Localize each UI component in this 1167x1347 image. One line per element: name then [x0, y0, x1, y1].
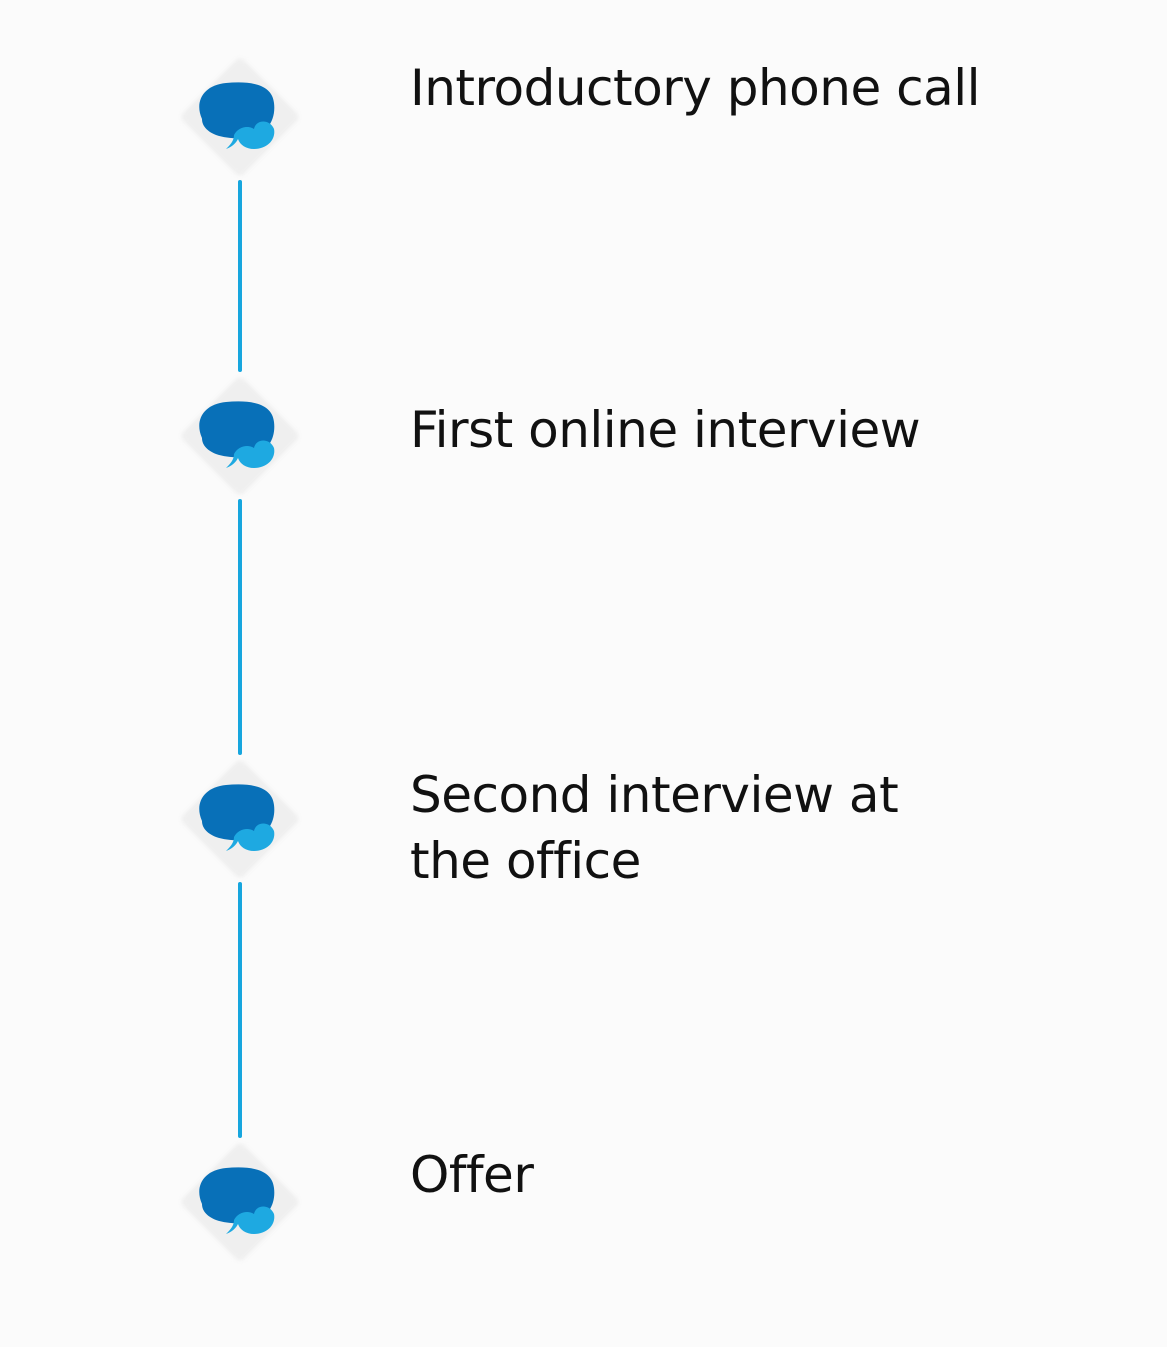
- speech-bubble-icon: [199, 401, 275, 468]
- step-label: Introductory phone call: [410, 59, 981, 117]
- timeline-connector: [238, 882, 242, 1138]
- speech-bubble-icon: [199, 82, 275, 149]
- timeline-connector: [238, 180, 242, 372]
- timeline-marker: [178, 1140, 302, 1264]
- timeline-connector: [238, 499, 242, 755]
- timeline-marker: [178, 757, 302, 881]
- timeline-marker: [178, 55, 302, 179]
- timeline-marker: [178, 374, 302, 498]
- step-label: Second interview at the office: [410, 766, 899, 890]
- speech-bubble-icon: [199, 784, 275, 851]
- speech-bubble-icon: [199, 1167, 275, 1234]
- step-label: Offer: [410, 1146, 534, 1204]
- step-label: First online interview: [410, 401, 921, 459]
